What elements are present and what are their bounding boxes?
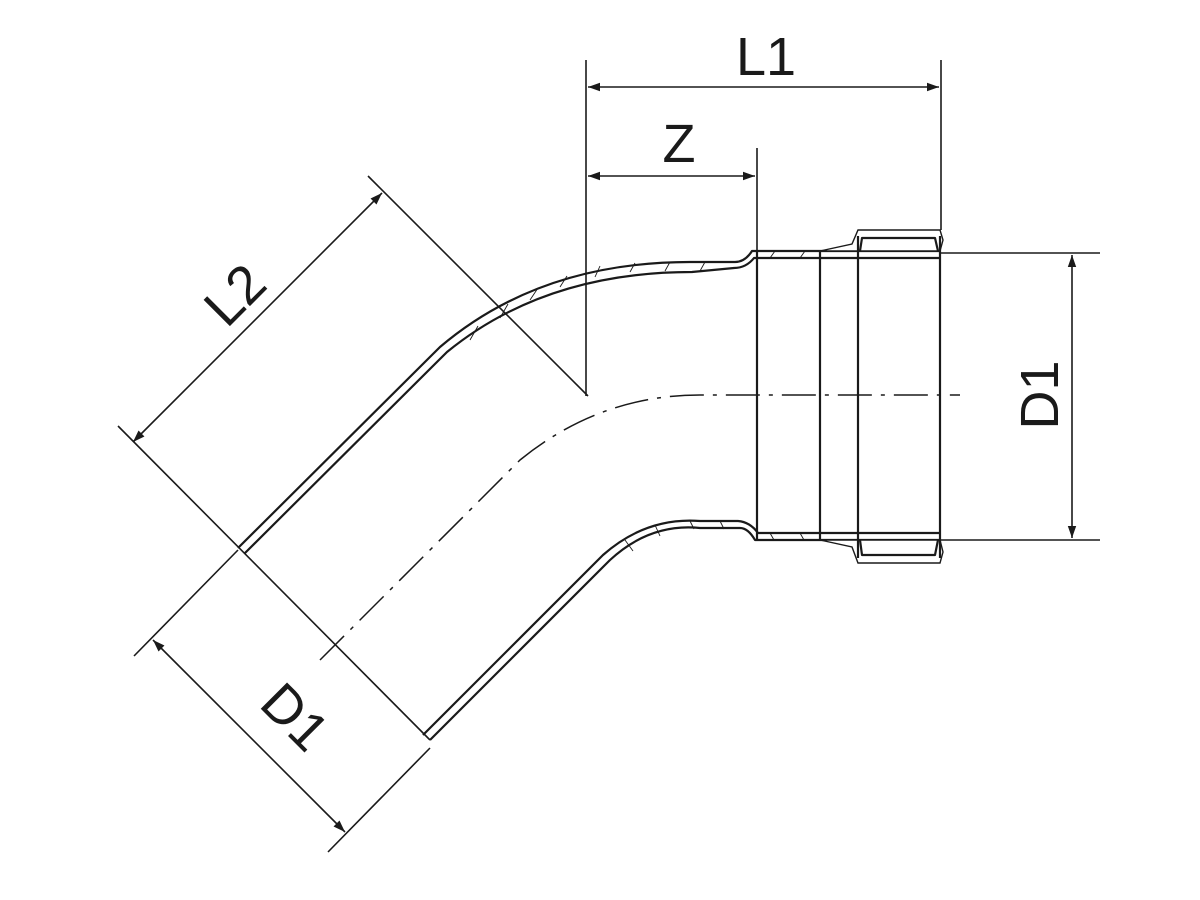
seal-bead-lower <box>819 539 944 564</box>
seal-bead-upper <box>819 229 944 252</box>
inner-wall-upper <box>244 256 940 554</box>
dimension-l2 <box>132 192 383 443</box>
center-line <box>319 394 960 661</box>
label-l2: L2 <box>193 253 278 338</box>
dimension-d1-left <box>152 639 346 833</box>
outer-wall-upper <box>237 249 940 549</box>
inner-wall-lower <box>422 519 940 736</box>
seal-bead-upper-inner <box>858 236 940 252</box>
wall-hatching-upper <box>469 250 806 341</box>
outer-wall-lower <box>429 526 940 741</box>
label-d1-right: D1 <box>1010 360 1070 429</box>
wall-hatching-lower <box>624 520 805 552</box>
extension-lines <box>117 60 1100 853</box>
seal-bead-lower-inner <box>858 539 940 557</box>
label-l1: L1 <box>736 27 796 87</box>
fitting-body <box>237 229 944 741</box>
label-z: Z <box>663 114 696 174</box>
